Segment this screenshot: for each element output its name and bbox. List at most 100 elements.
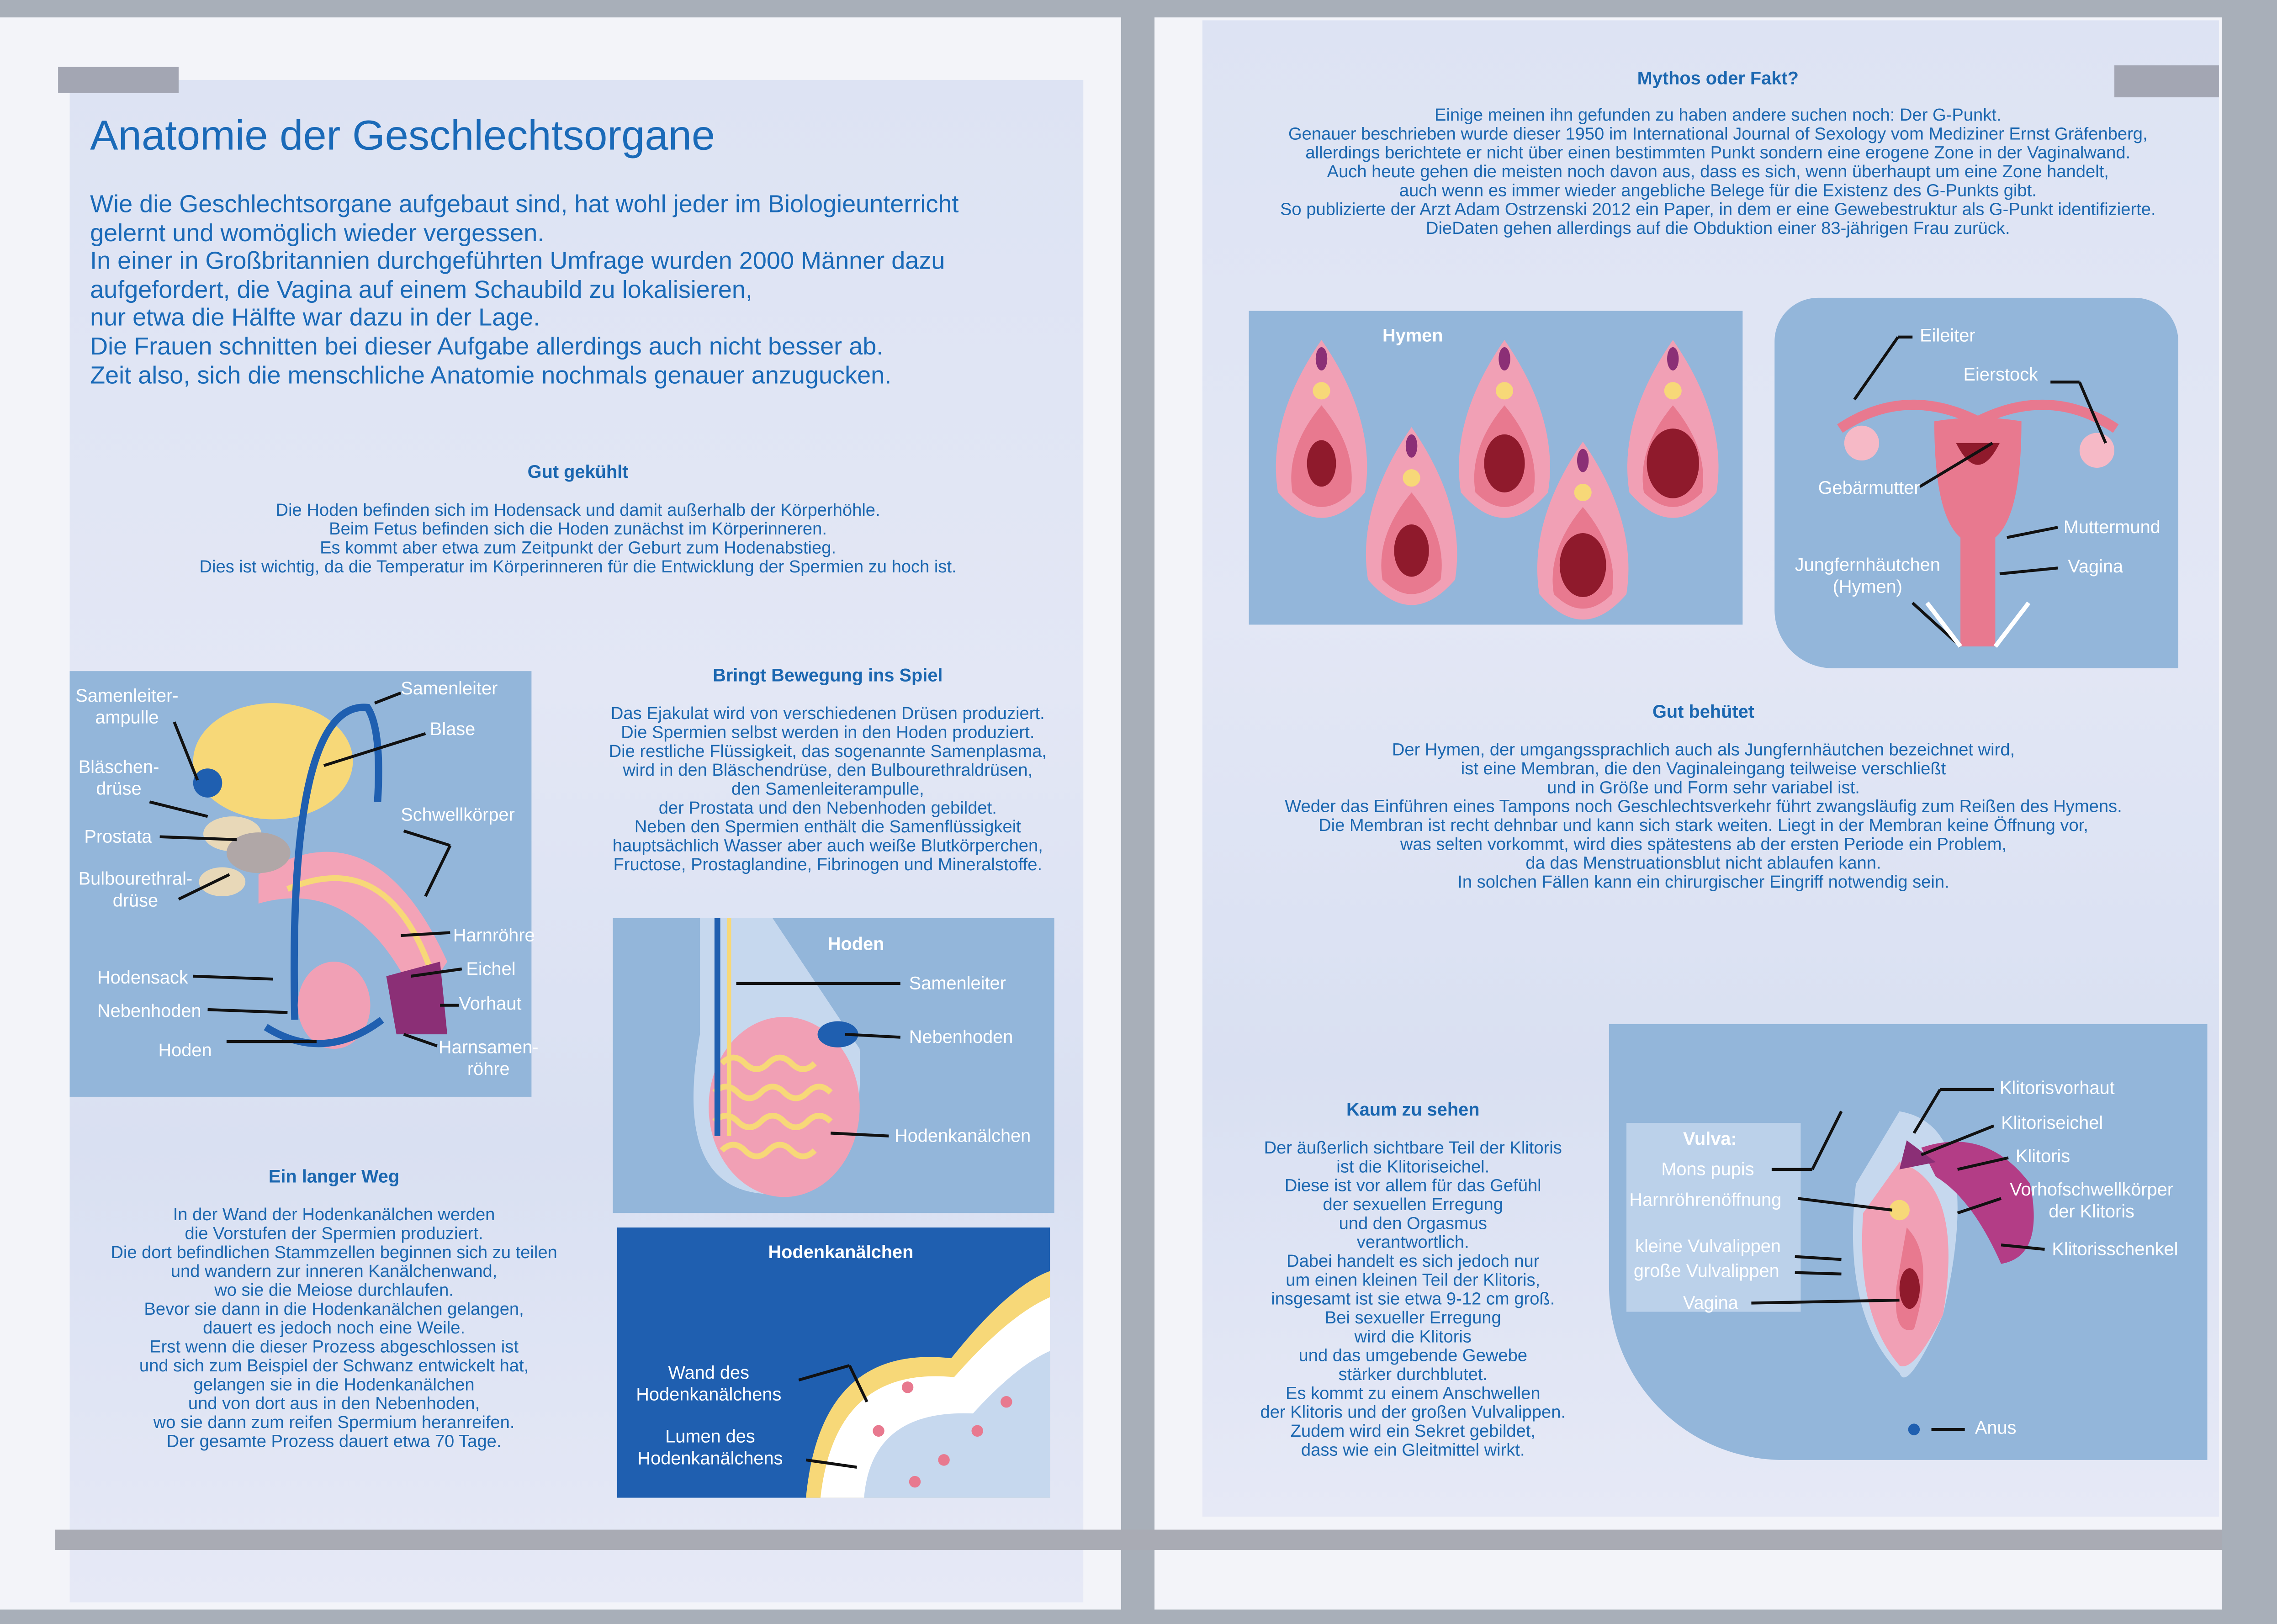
section-body: Das Ejakulat wird von verschiedenen Drüs…	[581, 704, 1075, 874]
intro-text: Wie die Geschlechtsorgane aufgebaut sind…	[90, 190, 958, 390]
tubule-diagram-title: Hodenkanälchen	[768, 1242, 914, 1263]
section-bewegung: Bringt Bewegung ins Spiel Das Ejakulat w…	[581, 665, 1075, 874]
label-eileiter: Eileiter	[1920, 325, 1975, 346]
testis-illustration	[693, 918, 900, 1197]
text-line: Bevor sie dann in die Hodenkanälchen gel…	[144, 1298, 524, 1319]
section-langer-weg: Ein langer Weg In der Wand der Hodenkanä…	[87, 1167, 581, 1451]
section-heading: Gut gekühlt	[527, 462, 629, 482]
label-eierstock: Eierstock	[1963, 365, 2038, 385]
testis-diagram: Hoden Samenleiter Nebenhoden Hodenkanälc…	[613, 918, 1054, 1213]
text-line: In solchen Fällen kann ein chirurgischer…	[1457, 872, 1949, 892]
uterus-diagram: Eileiter Eierstock Gebärmutter Muttermun…	[1774, 297, 2178, 668]
text-line: da das Menstruationsblut nicht ablaufen …	[1525, 852, 1881, 873]
text-line: Erst wenn die dieser Prozess abgeschloss…	[149, 1336, 519, 1357]
text-line: Der äußerlich sichtbare Teil der Klitori…	[1264, 1137, 1562, 1158]
text-line: wo sie dann zum reifen Spermium heranrei…	[153, 1412, 515, 1433]
text-line: wird die Klitoris	[1354, 1326, 1472, 1347]
label-klitorisschenkel: Klitorisschenkel	[2052, 1239, 2178, 1260]
label-anus: Anus	[1975, 1418, 2017, 1439]
text-line: wird in den Bläschendrüse, den Bulbouret…	[623, 760, 1033, 780]
testis-diagram-title: Hoden	[827, 934, 884, 955]
text-line: den Samenleiterampulle,	[731, 778, 924, 799]
text-line: wo sie die Meiose durchlaufen.	[214, 1280, 454, 1301]
text-line: die Vorstufen der Spermien produziert.	[185, 1223, 483, 1244]
text-line: auch wenn es immer wieder angebliche Bel…	[1399, 180, 2037, 201]
vulva-illustration	[1626, 1088, 2045, 1435]
intro-line: nur etwa die Hälfte war dazu in der Lage…	[90, 304, 540, 332]
intro-line: In einer in Großbritannien durchgeführte…	[90, 247, 945, 275]
intro-line: Zeit also, sich die menschliche Anatomie…	[90, 361, 892, 389]
label-vulva: Vulva:	[1683, 1128, 1737, 1149]
section-gut-gekuehlt: Gut gekühlt Die Hoden befinden sich im H…	[87, 462, 1069, 577]
label-hoden: Hoden	[158, 1040, 212, 1061]
label-grosse-vulvalippen: große Vulvalippen	[1633, 1261, 1779, 1281]
text-line: um einen kleinen Teil der Klitoris,	[1286, 1270, 1541, 1290]
text-line: Die dort befindlichen Stammzellen beginn…	[111, 1242, 557, 1263]
section-kaum-zu-sehen: Kaum zu sehen Der äußerlich sichtbare Te…	[1224, 1100, 1602, 1460]
text-line: und von dort aus in den Nebenhoden,	[188, 1393, 480, 1414]
text-line: der Prostata und den Nebenhoden gebildet…	[658, 797, 997, 818]
text-line: was selten vorkommt, wird dies spätesten…	[1400, 834, 2007, 854]
text-line: stärker durchblutet.	[1338, 1364, 1488, 1385]
text-line: Dabei handelt es sich jedoch nur	[1287, 1250, 1540, 1271]
text-line: Auch heute gehen die meisten noch davon …	[1327, 161, 2109, 182]
text-line: hauptsächlich Wasser aber auch weiße Blu…	[612, 835, 1043, 856]
label-blaeschendruese: Bläschen-drüse	[78, 756, 159, 799]
section-heading: Kaum zu sehen	[1346, 1100, 1480, 1120]
text-line: Der gesamte Prozess dauert etwa 70 Tage.	[166, 1431, 502, 1451]
text-line: Neben den Spermien enthält die Samenflüs…	[634, 816, 1021, 837]
label-nebenhoden: Nebenhoden	[97, 1001, 201, 1021]
tubule-illustration	[798, 1271, 1050, 1498]
label-nebenhoden: Nebenhoden	[909, 1027, 1013, 1047]
right-tab	[2114, 65, 2219, 98]
section-heading: Mythos oder Fakt?	[1637, 68, 1799, 89]
text-line: gelangen sie in die Hodenkanälchen	[193, 1374, 475, 1395]
text-line: Dies ist wichtig, da die Temperatur im K…	[199, 556, 957, 577]
text-line: Der Hymen, der umgangssprachlich auch al…	[1392, 739, 2015, 760]
text-line: Beim Fetus befinden sich die Hoden zunäc…	[329, 518, 827, 539]
text-line: dass wie ein Gleitmittel wirkt.	[1301, 1439, 1525, 1460]
male-anatomy-diagram: Samenleiter-ampulle Samenleiter Blase Bl…	[69, 671, 539, 1097]
label-mons-pupis: Mons pupis	[1661, 1159, 1754, 1180]
text-line: Fructose, Prostaglandine, Fibrinogen und…	[613, 854, 1043, 875]
text-line: Genauer beschrieben wurde dieser 1950 im…	[1288, 123, 2148, 144]
uterus-illustration	[1837, 335, 2119, 648]
section-body: Der äußerlich sichtbare Teil der Klitori…	[1224, 1137, 1602, 1460]
label-blase: Blase	[429, 719, 476, 740]
text-line: der Klitoris und der großen Vulvalippen.	[1260, 1402, 1566, 1423]
label-muttermund: Muttermund	[2063, 517, 2161, 538]
label-jungfernhaeutchen: Jungfernhäutchen(Hymen)	[1795, 555, 1940, 597]
text-line: So publizierte der Arzt Adam Ostrzenski …	[1280, 199, 2156, 220]
section-body: Der Hymen, der umgangssprachlich auch al…	[1220, 739, 2187, 892]
hymen-illustration	[1276, 340, 1719, 620]
intro-line: gelernt und womöglich wieder vergessen.	[90, 218, 545, 247]
text-line: Bei sexueller Erregung	[1324, 1307, 1501, 1328]
label-vagina: Vagina	[2068, 556, 2123, 577]
text-line: DieDaten gehen allerdings auf die Obdukt…	[1425, 218, 2010, 238]
text-line: Die Spermien selbst werden in den Hoden …	[621, 722, 1035, 742]
text-line: der sexuellen Erregung	[1323, 1194, 1503, 1215]
label-hodensack: Hodensack	[97, 967, 188, 988]
text-line: dauert es jedoch noch eine Weile.	[203, 1317, 466, 1338]
bottom-strip	[55, 1529, 2222, 1550]
label-klitoriseichel: Klitoriseichel	[2001, 1112, 2103, 1133]
vulva-diagram: Vulva: Mons pupis Harnröhrenöffnung klei…	[1609, 1024, 2208, 1460]
label-samenleiter: Samenleiter	[909, 973, 1006, 994]
hymen-diagram-title: Hymen	[1382, 325, 1443, 346]
section-heading: Gut behütet	[1652, 701, 1754, 722]
text-line: Die Hoden befinden sich im Hodensack und…	[275, 499, 880, 520]
label-harnsamenroehre: Harnsamen-röhre	[438, 1037, 539, 1079]
text-line: und das umgebende Gewebe	[1298, 1345, 1527, 1366]
label-gebaermutter: Gebärmutter	[1818, 478, 1920, 498]
label-prostata: Prostata	[84, 826, 152, 847]
male-anatomy-illustration	[149, 691, 462, 1049]
text-line: und wandern zur inneren Kanälchenwand,	[170, 1261, 498, 1281]
label-samenleiterampulle: Samenleiter-ampulle	[75, 685, 179, 728]
text-line: Einige meinen ihn gefunden zu haben ande…	[1435, 104, 2002, 125]
label-vagina: Vagina	[1683, 1293, 1738, 1313]
hymen-variant	[1537, 441, 1629, 620]
text-line: In der Wand der Hodenkanälchen werden	[173, 1204, 495, 1225]
text-line: Die restliche Flüssigkeit, das sogenannt…	[609, 741, 1047, 762]
